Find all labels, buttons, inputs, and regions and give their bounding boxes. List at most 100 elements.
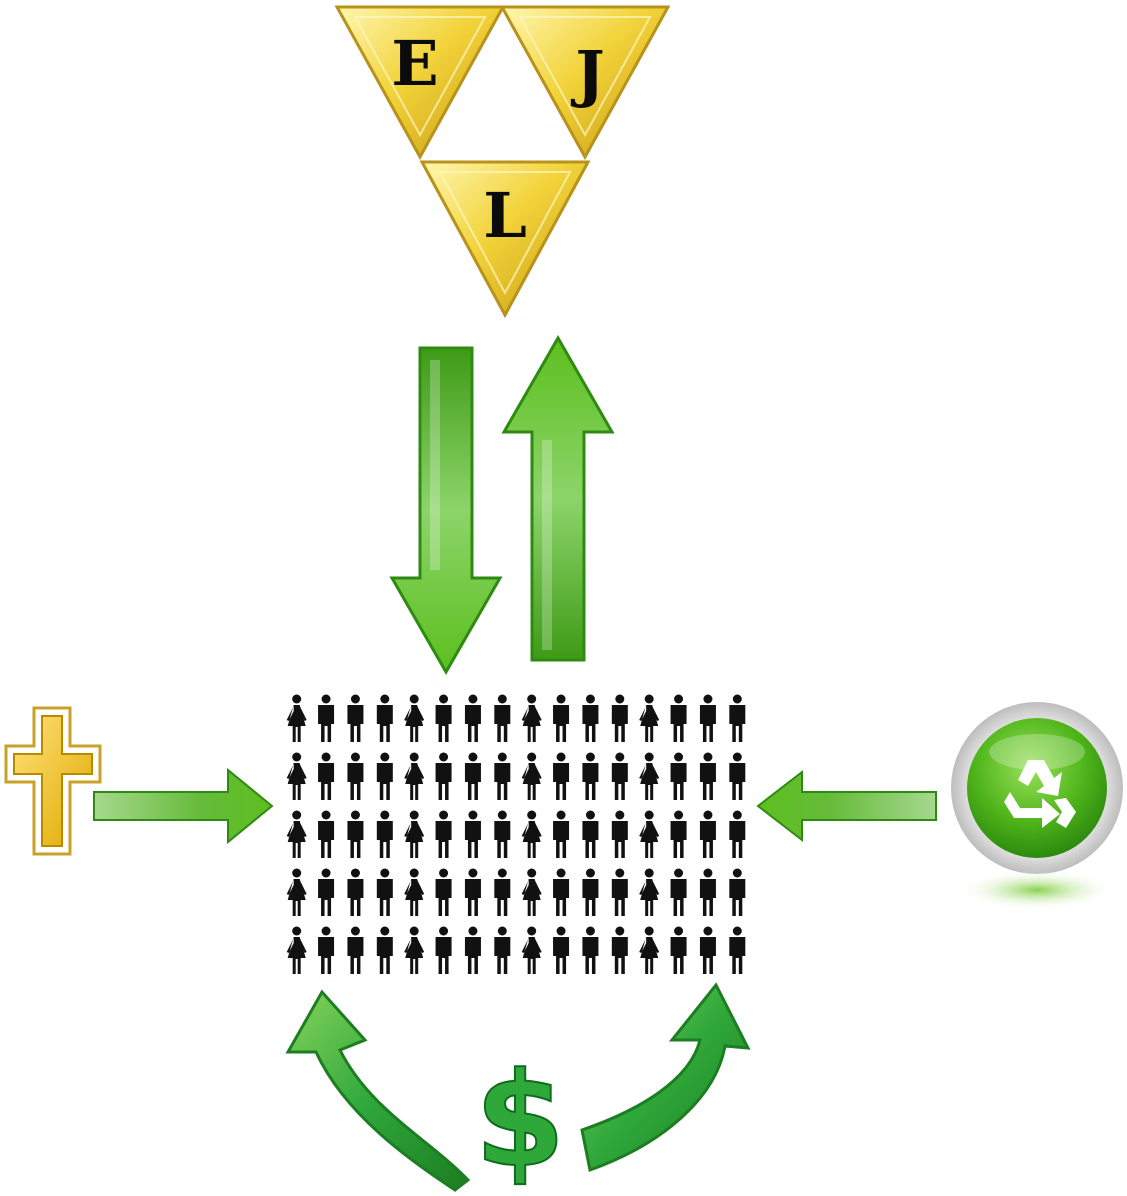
person-female-icon bbox=[404, 694, 425, 742]
person-male-icon bbox=[435, 694, 452, 742]
cross-icon bbox=[4, 706, 102, 856]
dollar-icon: $ bbox=[474, 1044, 566, 1196]
triangle-l-shape bbox=[420, 160, 590, 318]
person-male-icon bbox=[582, 868, 599, 916]
person-male-icon bbox=[347, 694, 364, 742]
person-male-icon bbox=[318, 810, 335, 858]
triangle-j-shape bbox=[500, 5, 670, 160]
person-female-icon bbox=[639, 810, 660, 858]
person-female-icon bbox=[639, 752, 660, 800]
person-male-icon bbox=[347, 810, 364, 858]
person-male-icon bbox=[670, 694, 687, 742]
triangle-letter-j: J bbox=[575, 37, 605, 110]
person-male-icon bbox=[699, 752, 716, 800]
person-male-icon bbox=[318, 694, 335, 742]
person-male-icon bbox=[699, 810, 716, 858]
person-male-icon bbox=[699, 694, 716, 742]
person-male-icon bbox=[699, 868, 716, 916]
person-male-icon bbox=[494, 926, 511, 974]
person-male-icon bbox=[553, 868, 570, 916]
triangle-e: E bbox=[335, 5, 505, 160]
person-male-icon bbox=[376, 810, 393, 858]
person-female-icon bbox=[521, 810, 542, 858]
recycle-symbol bbox=[1004, 760, 1076, 828]
person-male-icon bbox=[553, 810, 570, 858]
triangle-letter-l: L bbox=[483, 179, 527, 252]
person-male-icon bbox=[670, 752, 687, 800]
person-female-icon bbox=[286, 926, 307, 974]
person-male-icon bbox=[699, 926, 716, 974]
person-male-icon bbox=[670, 868, 687, 916]
person-female-icon bbox=[521, 752, 542, 800]
person-female-icon bbox=[521, 868, 542, 916]
triangle-j: J bbox=[500, 5, 670, 160]
person-male-icon bbox=[318, 752, 335, 800]
person-female-icon bbox=[404, 868, 425, 916]
person-female-icon bbox=[404, 926, 425, 974]
person-female-icon bbox=[639, 926, 660, 974]
curved-arrow-right bbox=[580, 982, 751, 1172]
person-male-icon bbox=[376, 926, 393, 974]
person-male-icon bbox=[582, 810, 599, 858]
person-male-icon bbox=[435, 810, 452, 858]
person-female-icon bbox=[404, 752, 425, 800]
person-male-icon bbox=[553, 694, 570, 742]
person-male-icon bbox=[464, 868, 481, 916]
person-female-icon bbox=[286, 810, 307, 858]
triangle-l: L bbox=[420, 160, 590, 318]
person-male-icon bbox=[347, 752, 364, 800]
person-male-icon bbox=[435, 926, 452, 974]
person-male-icon bbox=[435, 868, 452, 916]
person-male-icon bbox=[729, 810, 746, 858]
person-male-icon bbox=[464, 926, 481, 974]
person-male-icon bbox=[611, 810, 628, 858]
person-male-icon bbox=[376, 868, 393, 916]
person-male-icon bbox=[464, 810, 481, 858]
person-male-icon bbox=[729, 868, 746, 916]
person-male-icon bbox=[376, 694, 393, 742]
person-male-icon bbox=[729, 752, 746, 800]
person-female-icon bbox=[404, 810, 425, 858]
person-male-icon bbox=[347, 868, 364, 916]
person-male-icon bbox=[464, 694, 481, 742]
person-female-icon bbox=[286, 694, 307, 742]
arrow-from-cross bbox=[93, 767, 274, 845]
person-male-icon bbox=[318, 926, 335, 974]
person-male-icon bbox=[611, 694, 628, 742]
person-male-icon bbox=[464, 752, 481, 800]
person-male-icon bbox=[435, 752, 452, 800]
person-female-icon bbox=[521, 694, 542, 742]
person-male-icon bbox=[670, 810, 687, 858]
person-male-icon bbox=[494, 752, 511, 800]
up-arrow bbox=[501, 334, 615, 662]
curved-arrow-left bbox=[285, 989, 471, 1192]
person-male-icon bbox=[670, 926, 687, 974]
person-male-icon bbox=[494, 694, 511, 742]
person-male-icon bbox=[494, 810, 511, 858]
person-male-icon bbox=[494, 868, 511, 916]
person-male-icon bbox=[376, 752, 393, 800]
person-female-icon bbox=[521, 926, 542, 974]
person-female-icon bbox=[286, 868, 307, 916]
person-male-icon bbox=[553, 752, 570, 800]
person-male-icon bbox=[611, 926, 628, 974]
person-male-icon bbox=[582, 694, 599, 742]
person-male-icon bbox=[347, 926, 364, 974]
person-male-icon bbox=[318, 868, 335, 916]
person-male-icon bbox=[729, 694, 746, 742]
person-male-icon bbox=[553, 926, 570, 974]
triangle-e-shape bbox=[335, 5, 505, 160]
person-male-icon bbox=[611, 868, 628, 916]
arrow-from-recycle bbox=[756, 769, 937, 843]
person-male-icon bbox=[582, 752, 599, 800]
person-female-icon bbox=[639, 694, 660, 742]
people-grid bbox=[286, 694, 746, 974]
person-male-icon bbox=[729, 926, 746, 974]
person-male-icon bbox=[582, 926, 599, 974]
person-male-icon bbox=[611, 752, 628, 800]
person-female-icon bbox=[639, 868, 660, 916]
down-arrow bbox=[389, 346, 503, 676]
person-female-icon bbox=[286, 752, 307, 800]
triangle-letter-e: E bbox=[391, 27, 439, 100]
